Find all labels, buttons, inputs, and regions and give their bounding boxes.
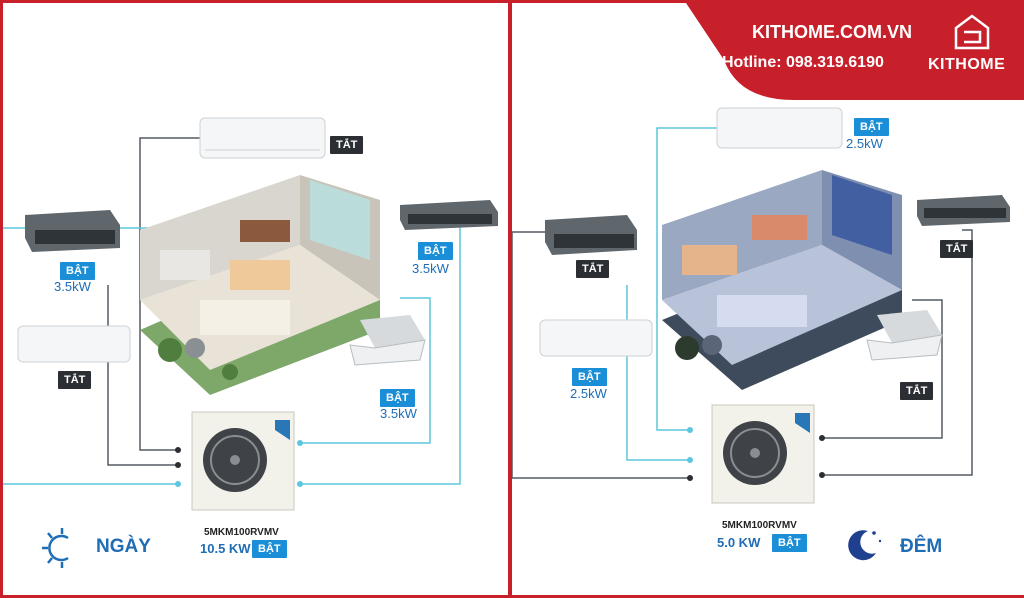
duct-right-state-day: BẬT xyxy=(418,242,453,260)
mode-label-day: NGÀY xyxy=(96,536,151,557)
outdoor-power-day: 10.5 KW xyxy=(200,541,251,556)
duct-unit-right xyxy=(400,200,498,230)
duct-right-state-night: TẮT xyxy=(940,240,974,258)
day-diagram xyxy=(0,117,498,568)
mode-label-night: ĐÊM xyxy=(900,536,943,557)
wall-top-state-night: BẬT xyxy=(854,118,889,136)
logo-text: KITHOME xyxy=(928,56,1006,73)
site-url[interactable]: KITHOME.COM.VN xyxy=(752,22,912,42)
connection-dots xyxy=(175,440,303,487)
wall-top-state-day: TẮT xyxy=(330,136,364,154)
bottom-border xyxy=(0,595,1024,598)
line-duct-left-night-main xyxy=(512,232,690,479)
cassette-unit xyxy=(349,315,426,366)
duct-unit-right-night xyxy=(917,195,1010,226)
house-illustration-day xyxy=(140,175,380,395)
cassette-state-day: BẬT xyxy=(380,389,415,407)
line-duct-right xyxy=(300,222,461,485)
sun-icon xyxy=(42,528,69,568)
wall-unit-top xyxy=(199,117,326,159)
day-panel: TẮT BẬT 3.5kW BẬT 3.5kW TẮT BẬT 3.5kW 5M… xyxy=(0,0,508,598)
outdoor-model-day: 5MKM100RVMV xyxy=(204,527,279,538)
outdoor-state-day: BẬT xyxy=(252,540,287,558)
line-wall-top-night xyxy=(656,127,717,431)
hotline[interactable]: Hotline: 098.319.6190 xyxy=(722,54,884,71)
cassette-unit-night xyxy=(866,310,943,361)
panel-divider xyxy=(508,0,512,598)
wall-left-state-day: TẮT xyxy=(58,371,92,389)
cassette-kw-day: 3.5kW xyxy=(380,406,417,421)
top-border xyxy=(0,0,1024,3)
outdoor-unit-day xyxy=(191,411,295,511)
house-illustration-night xyxy=(662,170,902,390)
duct-unit-left-night xyxy=(545,215,637,255)
cassette-state-night: TẮT xyxy=(900,382,934,400)
wall-unit-left xyxy=(17,325,131,363)
left-border xyxy=(0,0,3,598)
wall-left-state-night: BẬT xyxy=(572,368,607,386)
moon-icon xyxy=(848,530,882,561)
wall-unit-top-night xyxy=(716,107,843,149)
wall-top-kw-night: 2.5kW xyxy=(846,136,883,151)
duct-left-state-night: TẮT xyxy=(576,260,610,278)
duct-left-state-day: BẬT xyxy=(60,262,95,280)
outdoor-state-night: BẬT xyxy=(772,534,807,552)
duct-right-kw-day: 3.5kW xyxy=(412,261,449,276)
night-panel: BẬT 2.5kW TẮT TẮT BẬT 2.5kW TẮT 5MKM100R… xyxy=(512,0,1024,598)
outdoor-model-night: 5MKM100RVMV xyxy=(722,520,797,531)
duct-unit-left xyxy=(25,210,120,252)
line-duct-right-night xyxy=(822,229,973,476)
line-cassette xyxy=(300,297,431,444)
wall-left-kw-night: 2.5kW xyxy=(570,386,607,401)
brand-banner: KITHOME.COM.VN Hotline: 098.319.6190 KIT… xyxy=(684,0,1024,100)
outdoor-unit-night xyxy=(711,404,815,504)
kithome-logo-icon xyxy=(954,14,990,50)
wall-unit-left-night xyxy=(539,319,653,357)
banner-shape xyxy=(684,0,1024,100)
connection-dots-night xyxy=(687,427,825,481)
duct-left-kw-day: 3.5kW xyxy=(54,279,91,294)
night-diagram xyxy=(512,107,1010,561)
outdoor-power-night: 5.0 KW xyxy=(717,535,761,550)
line-cassette-night xyxy=(822,299,943,439)
